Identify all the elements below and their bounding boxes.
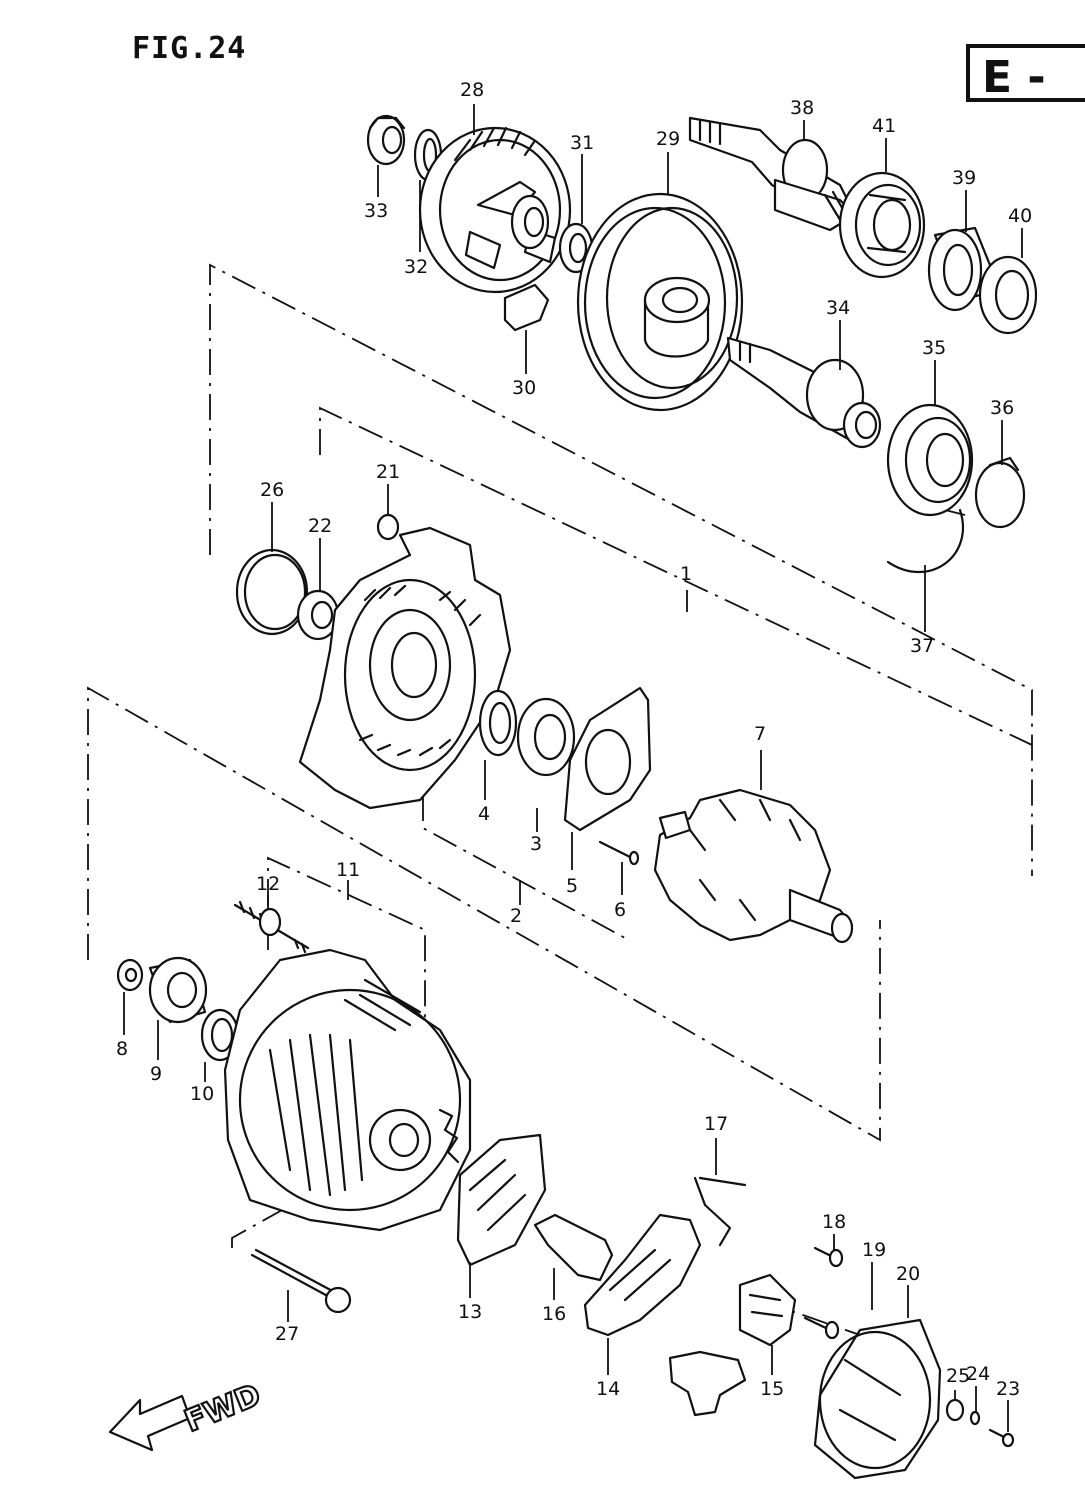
bearing-3 — [516, 697, 576, 777]
rear-housing-11 — [223, 948, 472, 1232]
figure-code-box: E - — [966, 44, 1085, 103]
part-number-36: 36 — [990, 397, 1014, 419]
part-number-26: 26 — [260, 479, 284, 501]
bracket-part — [668, 1350, 747, 1417]
part-number-40: 40 — [1008, 205, 1032, 227]
part-number-13: 13 — [458, 1301, 482, 1323]
part-number-16: 16 — [542, 1303, 566, 1325]
part-number-35: 35 — [922, 337, 946, 359]
shaft-38 — [688, 116, 857, 232]
part-number-9: 9 — [150, 1063, 162, 1085]
front-housing-2 — [298, 526, 512, 810]
nut-24 — [969, 1410, 981, 1426]
part-number-39: 39 — [952, 167, 976, 189]
gear-29 — [576, 192, 744, 412]
bearing-9 — [148, 956, 208, 1024]
pulley-28 — [418, 126, 572, 294]
part-number-38: 38 — [790, 97, 814, 119]
nut-21 — [376, 513, 400, 541]
part-number-32: 32 — [404, 256, 428, 278]
part-number-14: 14 — [596, 1378, 620, 1400]
part-number-2: 2 — [510, 905, 522, 927]
bearing-41 — [838, 171, 926, 279]
washer-25 — [945, 1398, 965, 1422]
part-number-22: 22 — [308, 515, 332, 537]
figure-title: FIG.24 — [132, 31, 246, 66]
part-number-3: 3 — [530, 833, 542, 855]
clip-17 — [693, 1176, 747, 1247]
regulator-15 — [738, 1273, 797, 1347]
part-number-28: 28 — [460, 79, 484, 101]
bolt-27 — [250, 1248, 352, 1314]
part-number-10: 10 — [190, 1083, 214, 1105]
part-number-27: 27 — [275, 1323, 299, 1345]
oring-26 — [235, 548, 309, 636]
retainer-5 — [563, 686, 652, 832]
screw-6 — [598, 840, 640, 866]
part-number-7: 7 — [754, 723, 766, 745]
rear-cover-20 — [813, 1318, 942, 1480]
circlip-36 — [974, 456, 1026, 529]
part-number-12: 12 — [256, 873, 280, 895]
screw-23 — [988, 1428, 1015, 1448]
screw-19 — [803, 1316, 840, 1340]
bearing-40 — [978, 255, 1038, 335]
washer-8 — [116, 958, 144, 992]
screw-18 — [813, 1246, 844, 1268]
part-number-15: 15 — [760, 1378, 784, 1400]
part-number-6: 6 — [614, 899, 626, 921]
assembly-bracket-lines — [87, 263, 1033, 1336]
brush-holder-14 — [583, 1213, 702, 1337]
part-number-21: 21 — [376, 461, 400, 483]
shaft-34 — [726, 336, 882, 449]
part-number-19: 19 — [862, 1239, 886, 1261]
key-30 — [503, 283, 550, 332]
part-number-37: 37 — [910, 635, 934, 657]
part-number-30: 30 — [512, 377, 536, 399]
part-number-34: 34 — [826, 297, 850, 319]
bolt-12 — [233, 900, 310, 954]
part-number-33: 33 — [364, 200, 388, 222]
forward-label: FWD — [180, 1378, 266, 1440]
snap-ring-37 — [886, 508, 964, 574]
nut-33 — [366, 114, 406, 166]
part-number-29: 29 — [656, 128, 680, 150]
part-number-5: 5 — [566, 875, 578, 897]
part-number-8: 8 — [116, 1038, 128, 1060]
part-number-24: 24 — [966, 1363, 990, 1385]
part-number-20: 20 — [896, 1263, 920, 1285]
part-number-25: 25 — [946, 1365, 970, 1387]
terminal-16 — [533, 1213, 614, 1282]
bearing-35 — [886, 403, 974, 517]
part-number-11: 11 — [336, 859, 360, 881]
rectifier-13 — [456, 1133, 547, 1267]
part-number-31: 31 — [570, 132, 594, 154]
figure-code: E - — [982, 52, 1046, 103]
part-number-41: 41 — [872, 115, 896, 137]
part-number-17: 17 — [704, 1113, 728, 1135]
washer-4 — [478, 689, 518, 757]
part-number-23: 23 — [996, 1378, 1020, 1400]
forward-arrow: FWD — [108, 1376, 267, 1452]
part-number-18: 18 — [822, 1211, 846, 1233]
rotor-7 — [653, 788, 854, 944]
part-number-1: 1 — [680, 563, 692, 585]
part-number-4: 4 — [478, 803, 490, 825]
